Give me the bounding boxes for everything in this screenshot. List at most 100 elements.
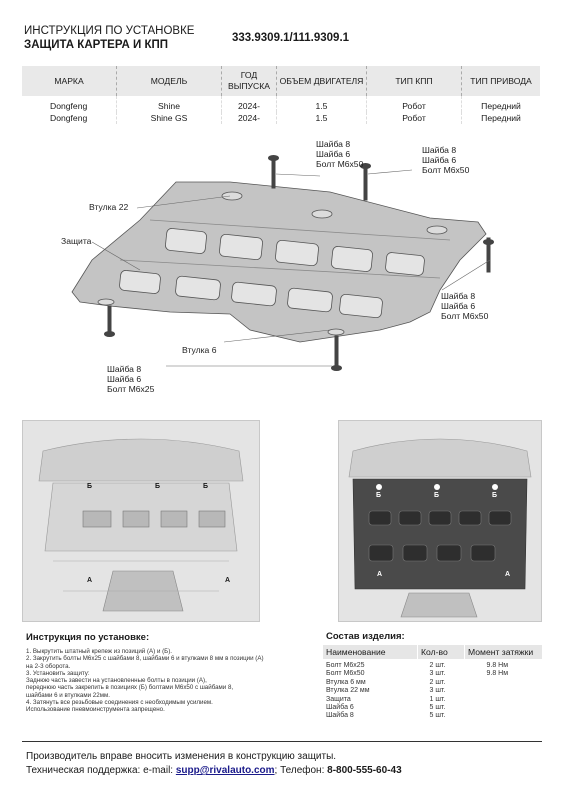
mark-b: Б bbox=[87, 483, 93, 490]
comp-cell: Шайба 8 bbox=[326, 712, 354, 720]
callout-item: Шайба 6 bbox=[316, 149, 351, 159]
callout-item: Шайба 6 bbox=[441, 301, 476, 311]
table-row: Втулка 22 мм 3 шт. bbox=[323, 687, 543, 695]
leader-lines bbox=[91, 169, 491, 367]
components-header-row: Наименование Кол-во Момент затяжки bbox=[323, 645, 543, 659]
spec-cell: Передний bbox=[481, 101, 521, 111]
callout-item: Болт М6х50 bbox=[422, 165, 470, 175]
support-phone: 8-800-555-60-43 bbox=[327, 765, 402, 776]
spec-cell: 2024- bbox=[221, 96, 277, 112]
comp-cell: Болт М6х50 bbox=[326, 670, 365, 678]
mark-b: Б bbox=[434, 492, 440, 499]
spec-cell: Dongfeng bbox=[22, 112, 117, 124]
spec-col-drive: ТИП ПРИВОДА bbox=[461, 66, 540, 96]
comp-col-torque: Момент затяжки bbox=[464, 645, 543, 659]
mark-a: А bbox=[225, 577, 231, 584]
comp-cell bbox=[465, 696, 543, 704]
photo-before-install: Б Б Б А А bbox=[22, 420, 260, 622]
components-table: Наименование Кол-во Момент затяжки Болт … bbox=[323, 645, 543, 721]
comp-cell: Болт М6х25 bbox=[326, 662, 365, 669]
support-email-link[interactable]: supp@rivalauto.com bbox=[175, 765, 275, 776]
spec-col-brand: МАРКА bbox=[22, 66, 117, 96]
instructions-list: 1. Выкрутить штатный крепеж из позиций (… bbox=[26, 648, 316, 714]
callout-top-right: Шайба 8 Шайба 6 Болт М6х50 bbox=[422, 145, 469, 175]
label-bushing-22: Втулка 22 bbox=[89, 202, 129, 212]
mark-a: А bbox=[505, 571, 511, 578]
callout-item: Шайба 8 bbox=[422, 145, 457, 155]
table-row: Защита 1 шт. bbox=[323, 696, 543, 704]
table-row: Болт М6х25 2 шт. 9.8 Нм bbox=[323, 659, 543, 670]
phone-label: ; Телефон: bbox=[274, 765, 328, 776]
comp-cell: Втулка 6 мм bbox=[326, 678, 366, 686]
footer-support: Техническая поддержка: e-mail: supp@riva… bbox=[26, 764, 402, 777]
callout-item: Шайба 8 bbox=[316, 139, 351, 149]
table-row: Dongfeng Shine GS 2024- 1.5 Робот Передн… bbox=[22, 112, 540, 124]
instruction-line: Использование пневмоинструмента запрещен… bbox=[26, 706, 165, 714]
mark-b: Б bbox=[203, 483, 209, 490]
underbody-installed-image bbox=[339, 421, 541, 621]
spec-cell: 2024- bbox=[221, 112, 277, 124]
instruction-line: 3. Установить защиту: bbox=[26, 669, 90, 677]
comp-cell: Втулка 22 мм bbox=[326, 687, 370, 695]
comp-cell: 3 шт. bbox=[429, 670, 446, 678]
callout-top-left: Шайба 8 Шайба 6 Болт М6х50 bbox=[316, 139, 363, 169]
spec-cell: Shine bbox=[116, 96, 222, 112]
mark-a: А bbox=[87, 577, 93, 584]
skid-plate-drawing bbox=[71, 181, 487, 343]
mark-b: Б bbox=[155, 483, 161, 490]
assembly-diagram bbox=[71, 155, 494, 371]
instruction-line: 2. Закрутить болты М6х25 с шайбами 8, ша… bbox=[26, 655, 264, 663]
comp-cell: 2 шт. bbox=[429, 678, 446, 686]
components-title: Состав изделия: bbox=[326, 631, 405, 642]
callout-right: Шайба 8 Шайба 6 Болт М6х50 bbox=[441, 291, 488, 321]
support-label: Техническая поддержка: e-mail: bbox=[26, 765, 176, 776]
mark-b: Б bbox=[376, 492, 382, 499]
spec-cell: Робот bbox=[366, 112, 462, 124]
spec-col-engine: ОБЪЕМ ДВИГАТЕЛЯ bbox=[276, 66, 367, 96]
instruction-line: переднюю часть закрепить в позициях (Б) … bbox=[26, 684, 234, 692]
callout-item: Болт М6х25 bbox=[107, 384, 155, 394]
label-bushing-6: Втулка 6 bbox=[182, 345, 217, 355]
bolt-icons bbox=[104, 155, 494, 371]
comp-col-qty: Кол-во bbox=[417, 645, 465, 659]
spec-cell: Робот bbox=[366, 96, 462, 112]
callout-bottom-left: Шайба 8 Шайба 6 Болт М6х25 bbox=[107, 364, 154, 394]
spec-cell: Dongfeng bbox=[22, 96, 117, 112]
instructions-title: Инструкция по установке: bbox=[26, 632, 150, 643]
comp-cell: 1 шт. bbox=[429, 695, 446, 703]
instruction-line: на 2-3 оборота. bbox=[26, 662, 71, 670]
table-row: Dongfeng Shine 2024- 1.5 Робот Передний bbox=[22, 96, 540, 112]
title-line-1: ИНСТРУКЦИЯ ПО УСТАНОВКЕ bbox=[24, 25, 195, 37]
comp-cell: 2 шт. bbox=[429, 662, 446, 669]
spec-col-gearbox: ТИП КПП bbox=[366, 66, 462, 96]
spec-header-row: МАРКА МОДЕЛЬ ГОД ВЫПУСКА ОБЪЕМ ДВИГАТЕЛЯ… bbox=[22, 66, 540, 96]
comp-cell: 9.8 Нм bbox=[486, 662, 509, 669]
callout-item: Шайба 6 bbox=[422, 155, 457, 165]
callout-item: Шайба 6 bbox=[107, 374, 142, 384]
underbody-image bbox=[23, 421, 259, 621]
spec-table: МАРКА МОДЕЛЬ ГОД ВЫПУСКА ОБЪЕМ ДВИГАТЕЛЯ… bbox=[22, 66, 540, 124]
mark-a: А bbox=[377, 571, 383, 578]
spec-cell: 1.5 bbox=[276, 112, 367, 124]
footer-divider bbox=[22, 741, 542, 742]
comp-cell: 3 шт. bbox=[429, 687, 446, 695]
spec-cell: Передний bbox=[481, 113, 521, 123]
comp-cell bbox=[465, 712, 543, 720]
photo-after-install: Б Б Б А А bbox=[338, 420, 542, 622]
part-number: 333.9309.1/111.9309.1 bbox=[232, 32, 350, 44]
spec-cell: Shine GS bbox=[116, 112, 222, 124]
comp-col-name: Наименование bbox=[323, 645, 418, 659]
comp-cell bbox=[465, 704, 543, 712]
comp-cell bbox=[465, 679, 543, 687]
callout-item: Болт М6х50 bbox=[441, 311, 489, 321]
comp-cell bbox=[465, 687, 543, 695]
label-shield: Защита bbox=[61, 236, 92, 246]
table-row: Втулка 6 мм 2 шт. bbox=[323, 679, 543, 687]
callout-item: Шайба 8 bbox=[441, 291, 476, 301]
comp-cell: 5 шт. bbox=[429, 704, 446, 712]
comp-cell: 9.8 Нм bbox=[486, 670, 509, 678]
title-line-2: ЗАЩИТА КАРТЕРА И КПП bbox=[24, 39, 169, 51]
table-row: Болт М6х50 3 шт. 9.8 Нм bbox=[323, 670, 543, 678]
comp-cell: Защита bbox=[326, 695, 351, 703]
